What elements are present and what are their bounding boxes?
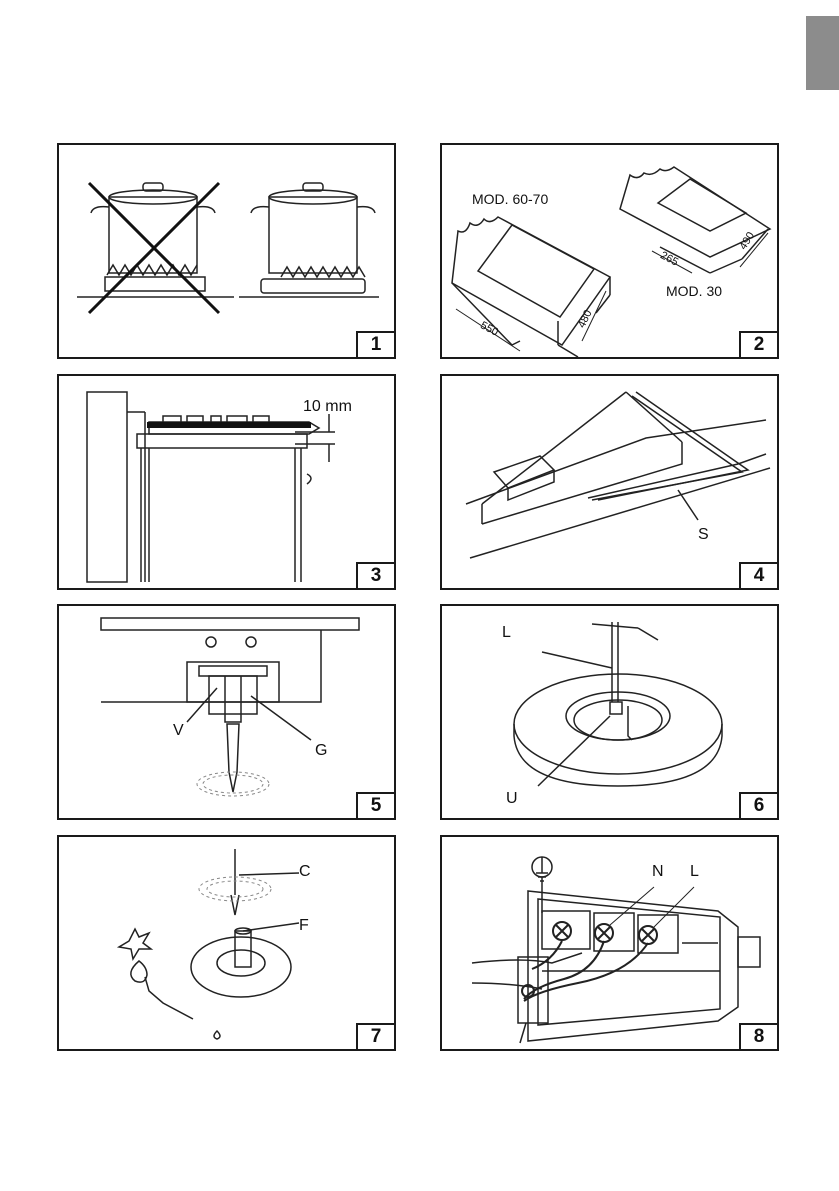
figure-number: 3 xyxy=(356,562,396,590)
figure-7-drawing xyxy=(59,837,396,1051)
mod-big-label: MOD. 60-70 xyxy=(472,191,548,207)
lever-label: L xyxy=(502,624,511,642)
seal-label: S xyxy=(698,526,709,544)
gap-label: 10 mm xyxy=(303,398,352,416)
figure-1: 1 xyxy=(57,143,396,359)
figure-5-drawing xyxy=(59,606,396,820)
figure-8: N L 8 xyxy=(440,835,779,1051)
figure-number: 4 xyxy=(739,562,779,590)
figure-7: C F 7 xyxy=(57,835,396,1051)
figure-number: 5 xyxy=(356,792,396,820)
line-label: L xyxy=(690,863,699,881)
figure-1-drawing xyxy=(59,145,396,359)
figure-number: 6 xyxy=(739,792,779,820)
shaft-label: F xyxy=(299,917,309,935)
gasket-label: G xyxy=(315,742,327,760)
figure-number: 8 xyxy=(739,1023,779,1051)
figure-number: 2 xyxy=(739,331,779,359)
figure-8-drawing xyxy=(442,837,779,1051)
figure-3: 10 mm 3 xyxy=(57,374,396,590)
screw-label: V xyxy=(173,722,184,740)
mod-small-label: MOD. 30 xyxy=(666,283,722,299)
figure-4: S 4 xyxy=(440,374,779,590)
figure-4-drawing xyxy=(442,376,779,590)
figure-6-drawing xyxy=(442,606,779,820)
neutral-label: N xyxy=(652,863,664,881)
screwdriver-label: C xyxy=(299,863,311,881)
figure-2: MOD. 60-70 MOD. 30 550 480 265 490 2 xyxy=(440,143,779,359)
figure-6: L U 6 xyxy=(440,604,779,820)
figure-number: 1 xyxy=(356,331,396,359)
section-tab xyxy=(806,16,839,90)
figure-number: 7 xyxy=(356,1023,396,1051)
nozzle-label: U xyxy=(506,790,518,808)
figure-5: V G 5 xyxy=(57,604,396,820)
